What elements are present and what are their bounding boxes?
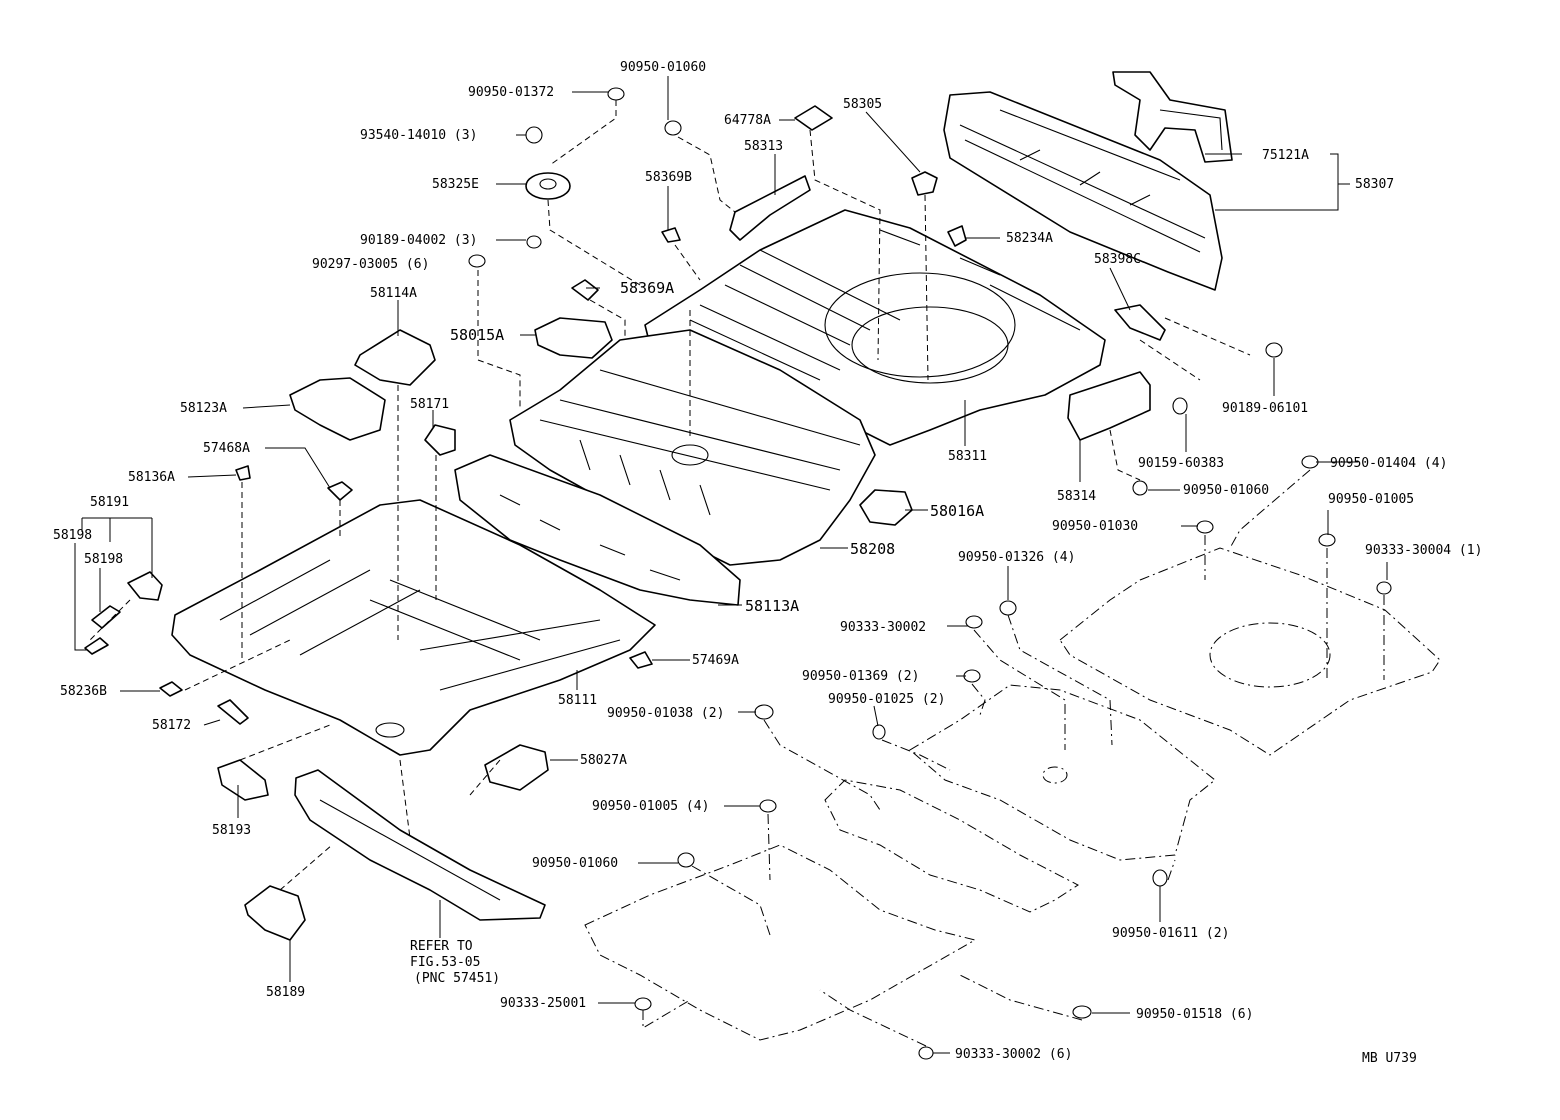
label-90950-01404: 90950-01404 (4) bbox=[1330, 456, 1447, 471]
insulator-58325E bbox=[525, 172, 571, 200]
seal-64778A bbox=[794, 105, 833, 131]
label-90950-01060-top: 90950-01060 bbox=[620, 60, 706, 75]
clip-58369A bbox=[571, 279, 599, 301]
label-90333-25001: 90333-25001 bbox=[500, 996, 586, 1011]
label-58313: 58313 bbox=[744, 139, 783, 154]
label-57469A: 57469A bbox=[692, 653, 739, 668]
label-58311: 58311 bbox=[948, 449, 987, 464]
clip-58234A bbox=[947, 225, 967, 247]
label-58191: 58191 bbox=[90, 495, 129, 510]
label-58369A: 58369A bbox=[620, 279, 674, 297]
label-58136A: 58136A bbox=[128, 470, 175, 485]
label-58325E: 58325E bbox=[432, 177, 479, 192]
label-58398C: 58398C bbox=[1094, 252, 1141, 267]
label-75121A: 75121A bbox=[1262, 148, 1309, 163]
label-90189-04002: 90189-04002 (3) bbox=[360, 233, 477, 248]
label-58113A: 58113A bbox=[745, 597, 799, 615]
label-58189: 58189 bbox=[266, 985, 305, 1000]
bracket-58191 bbox=[84, 571, 163, 655]
label-90950-01060-mid: 90950-01060 bbox=[1183, 483, 1269, 498]
plate-58015A bbox=[534, 317, 613, 359]
label-58314: 58314 bbox=[1057, 489, 1096, 504]
bracket-58027A bbox=[484, 744, 549, 791]
assembly-dashdot-lines bbox=[642, 469, 1385, 1047]
center-floor-mat bbox=[909, 684, 1216, 861]
label-90950-01611: 90950-01611 (2) bbox=[1112, 926, 1229, 941]
label-58208: 58208 bbox=[850, 540, 895, 558]
label-90297-03005: 90297-03005 (6) bbox=[312, 257, 429, 272]
label-58198-a: 58198 bbox=[53, 528, 92, 543]
bracket-58305 bbox=[911, 171, 938, 196]
cross-member-58113A bbox=[454, 454, 741, 606]
center-floor-pan-58208 bbox=[509, 329, 876, 566]
label-58027A: 58027A bbox=[580, 753, 627, 768]
bracket-58123A bbox=[289, 377, 386, 441]
reinforcement-58314 bbox=[1067, 371, 1151, 441]
label-58236B: 58236B bbox=[60, 684, 107, 699]
label-90950-01005-right: 90950-01005 bbox=[1328, 492, 1414, 507]
label-90950-01025: 90950-01025 (2) bbox=[828, 692, 945, 707]
label-90950-01518: 90950-01518 (6) bbox=[1136, 1007, 1253, 1022]
label-90333-30004: 90333-30004 (1) bbox=[1365, 543, 1482, 558]
leader-lines bbox=[74, 76, 1388, 1054]
label-58198-b: 58198 bbox=[84, 552, 123, 567]
fastener-icons bbox=[468, 87, 1392, 1060]
bracket-58189 bbox=[244, 885, 306, 941]
rear-panel-58307 bbox=[943, 91, 1223, 291]
label-57468A: 57468A bbox=[203, 441, 250, 456]
label-refer-line-3: (PNC 57451) bbox=[414, 971, 500, 986]
label-58123A: 58123A bbox=[180, 401, 227, 416]
clip-58236B bbox=[159, 681, 183, 697]
label-58111: 58111 bbox=[558, 693, 597, 708]
label-90333-30002-mid: 90333-30002 bbox=[840, 620, 926, 635]
plug-58016A bbox=[859, 489, 913, 526]
front-floor-pan-58111 bbox=[171, 499, 656, 756]
label-58307: 58307 bbox=[1355, 177, 1394, 192]
clamp-58172 bbox=[217, 699, 249, 725]
bracket-58193 bbox=[217, 759, 269, 801]
part-labels: 90950-01060 90950-01372 93540-14010 (3) … bbox=[53, 60, 1482, 1066]
rear-floor-mat bbox=[1059, 547, 1441, 756]
label-58369B: 58369B bbox=[645, 170, 692, 185]
clip-58136A bbox=[235, 465, 251, 481]
label-58015A: 58015A bbox=[450, 326, 504, 344]
label-refer-line-2: FIG.53-05 bbox=[410, 955, 480, 970]
clip-58369B bbox=[661, 227, 681, 243]
label-90950-01369: 90950-01369 (2) bbox=[802, 669, 919, 684]
label-refer-line-1: REFER TO bbox=[410, 939, 473, 954]
bracket-75121A bbox=[1112, 71, 1233, 163]
label-90950-01372: 90950-01372 bbox=[468, 85, 554, 100]
label-90950-01005-bottom: 90950-01005 (4) bbox=[592, 799, 709, 814]
label-90189-06101: 90189-06101 bbox=[1222, 401, 1308, 416]
clip-57468A bbox=[327, 481, 353, 501]
clip-57469A bbox=[629, 651, 653, 669]
label-58016A: 58016A bbox=[930, 502, 984, 520]
label-58172: 58172 bbox=[152, 718, 191, 733]
bracket-58398C bbox=[1114, 304, 1166, 341]
reinforcement-58313 bbox=[729, 175, 811, 241]
middle-floor-mat bbox=[824, 779, 1079, 913]
label-58234A: 58234A bbox=[1006, 231, 1053, 246]
label-90333-30002-bottom: 90333-30002 (6) bbox=[955, 1047, 1072, 1062]
bracket-58114A bbox=[354, 329, 436, 386]
label-90159-60383: 90159-60383 bbox=[1138, 456, 1224, 471]
label-90950-01326: 90950-01326 (4) bbox=[958, 550, 1075, 565]
label-58114A: 58114A bbox=[370, 286, 417, 301]
figure-code: MB U739 bbox=[1362, 1051, 1417, 1066]
label-58171: 58171 bbox=[410, 397, 449, 412]
assembly-dash-lines bbox=[89, 100, 1251, 891]
pad-58171 bbox=[424, 424, 456, 456]
label-90950-01030: 90950-01030 bbox=[1052, 519, 1138, 534]
cross-member-57451 bbox=[294, 769, 546, 921]
label-93540-14010: 93540-14010 (3) bbox=[360, 128, 477, 143]
label-58193: 58193 bbox=[212, 823, 251, 838]
front-floor-mat bbox=[584, 844, 977, 1041]
label-64778A: 64778A bbox=[724, 113, 771, 128]
label-58305: 58305 bbox=[843, 97, 882, 112]
label-90950-01060-bottom: 90950-01060 bbox=[532, 856, 618, 871]
label-90950-01038: 90950-01038 (2) bbox=[607, 706, 724, 721]
